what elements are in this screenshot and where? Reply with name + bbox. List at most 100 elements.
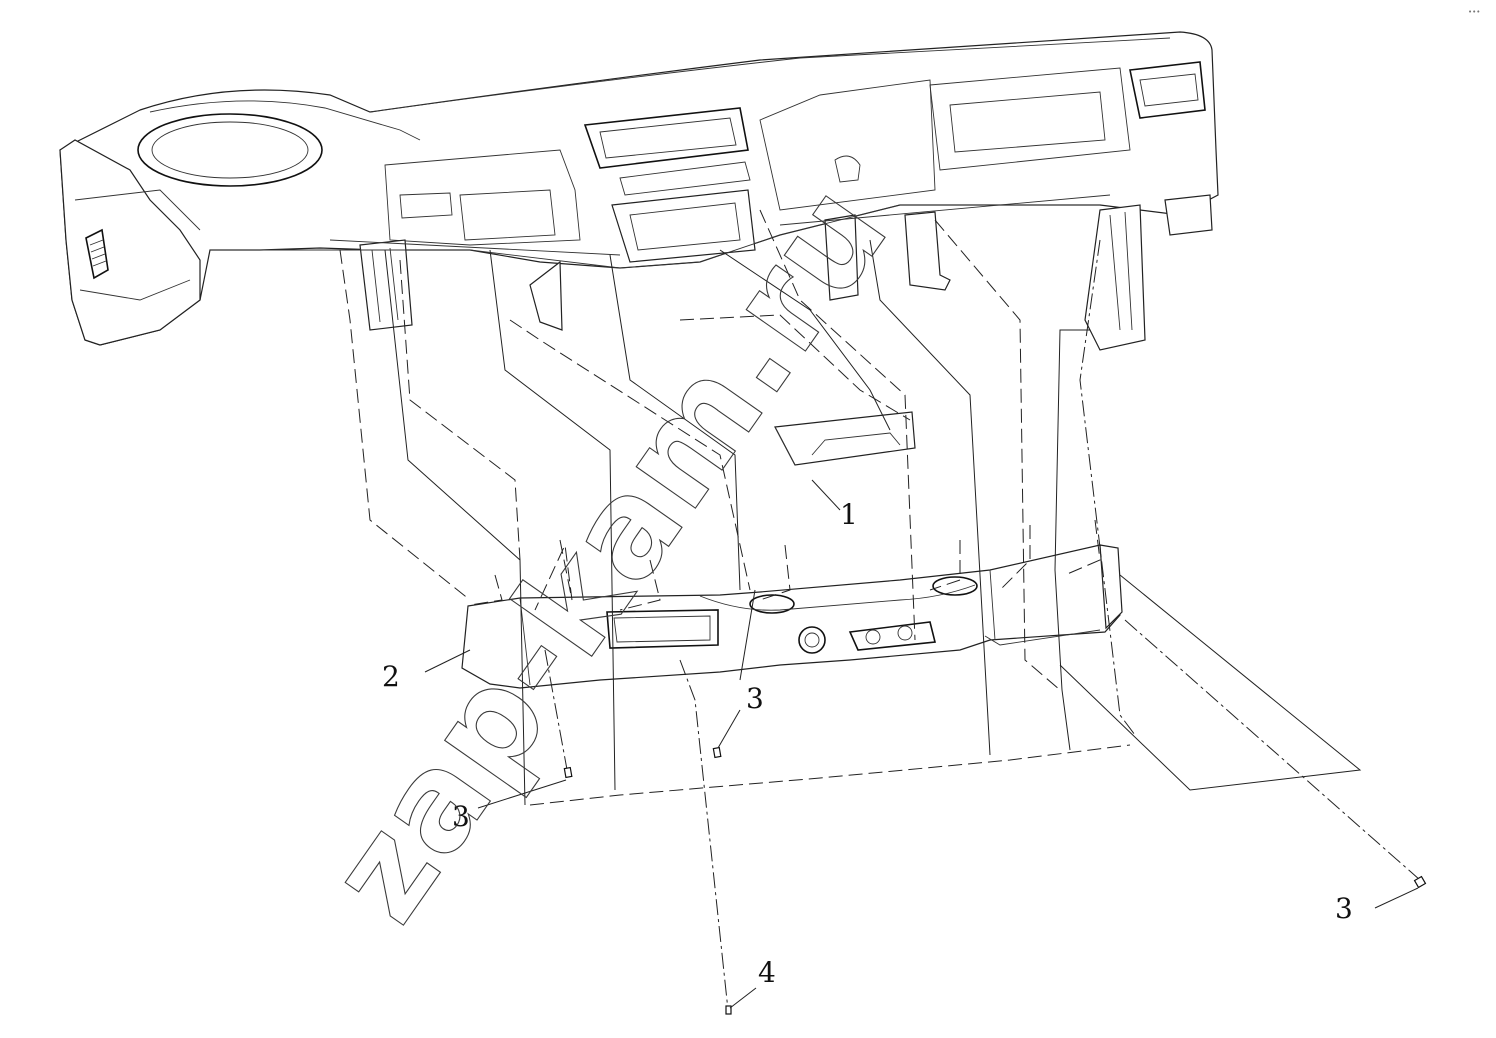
guide-line-d <box>489 249 616 791</box>
cluster-opening <box>137 113 323 187</box>
fastener-line-3a <box>544 649 569 776</box>
switch-button-b <box>897 625 913 641</box>
left-bracket-ribs <box>371 247 399 323</box>
fastener-line-right <box>1124 619 1421 881</box>
center-storage-bay <box>384 149 581 246</box>
center-stack-bezel <box>611 189 756 263</box>
leader-1 <box>811 479 841 511</box>
switch-cluster <box>848 621 936 651</box>
cluster-hood-rim <box>149 100 421 141</box>
zigzag-a <box>534 539 573 611</box>
panel-right-flange <box>984 629 1101 646</box>
guide-line-f <box>609 254 741 591</box>
guide-line-h <box>719 249 891 431</box>
corner-mark: ••• <box>1468 8 1480 16</box>
vent-slats <box>89 239 107 267</box>
leader-3c <box>1374 887 1419 909</box>
screw-3c <box>1413 875 1427 889</box>
dashboard-rim <box>369 37 1171 113</box>
right-end-bracket <box>1164 194 1213 236</box>
duct-opening <box>399 192 453 219</box>
storage-pocket <box>459 189 556 241</box>
panel-right-end <box>1099 544 1123 630</box>
zigzag-b <box>469 574 503 606</box>
lower-link <box>739 589 756 681</box>
zigzag-d <box>929 540 961 591</box>
panel-top-contour <box>699 584 976 611</box>
cluster-inner-ring <box>151 121 309 179</box>
fastener-line-4 <box>679 659 729 1011</box>
center-vent-frame <box>583 107 749 169</box>
assembly-lines <box>339 209 1421 1011</box>
guide-line-l <box>1079 239 1136 736</box>
tray-edge <box>774 426 796 466</box>
zigzag-g <box>759 544 791 601</box>
tray-opening <box>811 432 901 456</box>
guide-line-a <box>339 249 471 601</box>
screw-4 <box>725 1005 732 1015</box>
fasteners <box>563 746 1427 1015</box>
leader-3a <box>477 779 567 809</box>
guide-line-m <box>1054 329 1090 751</box>
guide-line-g <box>679 314 911 421</box>
right-center-panel <box>759 79 936 211</box>
callouts: 1 2 3 3 3 4 <box>382 498 1353 989</box>
left-structure-ribs <box>74 189 201 301</box>
callout-3a: 3 <box>452 800 470 833</box>
right-mount-boss <box>834 155 861 183</box>
dashboard-reinforcement-line <box>329 194 1111 256</box>
switch-button-a <box>865 629 881 645</box>
lower-panel-fold-lines <box>519 569 996 686</box>
zigzag-f <box>1064 519 1101 576</box>
center-hanging-bracket <box>529 260 563 331</box>
leader-2 <box>424 649 471 673</box>
left-support-bracket <box>359 239 413 331</box>
callout-3c: 3 <box>1335 892 1353 925</box>
guide-line-i <box>759 209 916 641</box>
callout-2: 2 <box>382 660 400 693</box>
guide-line-j <box>869 239 991 756</box>
left-end-panel <box>59 139 201 346</box>
switch-bezel <box>606 609 719 649</box>
instrument-panel-assembly <box>59 31 1219 351</box>
leader-4 <box>729 987 757 1009</box>
center-support-bracket-a <box>824 214 859 301</box>
right-outline <box>1059 574 1362 791</box>
part-2-lower-panel <box>461 544 1123 689</box>
knob-control <box>798 626 826 654</box>
knob-inner <box>804 632 820 648</box>
part-1-tray <box>774 411 916 466</box>
leader-3b <box>717 709 741 749</box>
center-stack-opening <box>629 202 741 251</box>
center-support-bracket-b <box>904 211 951 291</box>
center-vent-grille <box>599 117 737 159</box>
cup-holder-left <box>749 594 795 614</box>
left-side-vent <box>85 228 109 280</box>
callout-3b: 3 <box>746 682 764 715</box>
guide-line-b <box>384 249 526 806</box>
switch-bezel-inner <box>613 615 711 643</box>
callout-4: 4 <box>758 956 776 989</box>
glovebox-inner <box>949 91 1106 153</box>
right-bracket-ribs <box>1109 211 1133 331</box>
zigzag-e <box>999 525 1031 591</box>
leader-lines <box>424 479 1419 1009</box>
lower-outline-a <box>529 744 1131 806</box>
lower-panel-body <box>461 544 1121 689</box>
screw-3b <box>712 746 722 759</box>
control-slot <box>619 161 751 196</box>
guide-line-c <box>399 259 521 561</box>
right-vent-grille <box>1139 73 1199 107</box>
glovebox-cavity <box>929 67 1131 171</box>
zigzag-c <box>619 559 661 611</box>
callout-1: 1 <box>840 498 858 531</box>
guide-line-e <box>509 319 751 591</box>
cup-holder-right <box>932 576 978 596</box>
screw-3a <box>563 766 573 779</box>
dashboard-lower-edge <box>210 204 1100 269</box>
guide-line-k <box>934 219 1061 691</box>
right-vent-frame <box>1129 61 1206 119</box>
dashboard-top-skin <box>59 31 1219 346</box>
